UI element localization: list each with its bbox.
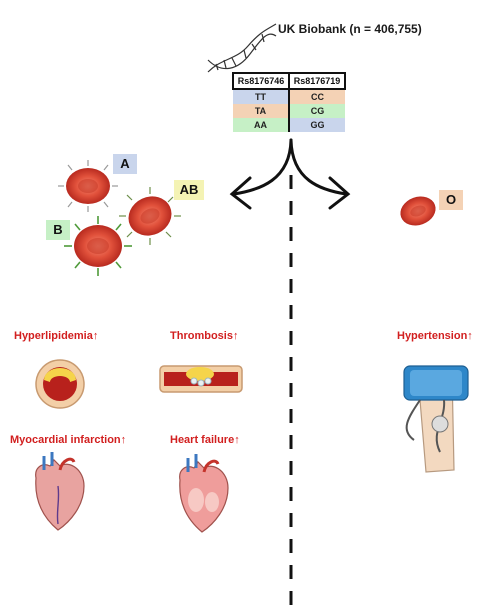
- artery-lipid-icon: [35, 359, 85, 409]
- blood-group-a-label: A: [113, 154, 137, 174]
- outcome-heart-failure: Heart failure↑: [170, 434, 240, 446]
- dna-icon: [207, 23, 277, 73]
- outcome-hyperlipidemia: Hyperlipidemia↑: [14, 330, 99, 342]
- artery-clot-icon: [159, 365, 243, 393]
- blood-pressure-cuff-icon: [403, 365, 469, 473]
- heart-mi-icon: [35, 452, 85, 531]
- genotype-cell: AA: [233, 118, 290, 132]
- snp-header-rs8176719: Rs8176719: [288, 72, 346, 90]
- genotype-cell: TT: [233, 89, 290, 104]
- outcome-thrombosis: Thrombosis↑: [170, 330, 239, 342]
- genotype-cell: CC: [289, 89, 345, 104]
- genotype-cell: TA: [233, 104, 290, 118]
- red-blood-cell-b-icon: [64, 216, 132, 276]
- genotype-row: AA GG: [233, 118, 345, 132]
- genotype-row: TA CG: [233, 104, 345, 118]
- outcome-myocardial-infarction: Myocardial infarction↑: [10, 434, 127, 446]
- snp-header-rs8176746: Rs8176746: [232, 72, 290, 90]
- genotype-cell: CG: [289, 104, 345, 118]
- red-blood-cell-o-icon: [400, 196, 436, 226]
- genotype-cell: GG: [289, 118, 345, 132]
- red-blood-cell-ab-icon: [119, 187, 181, 245]
- cohort-title: UK Biobank (n = 406,755): [278, 22, 422, 36]
- blood-group-b-label: B: [46, 220, 70, 240]
- red-blood-cell-a-icon: [58, 160, 118, 212]
- blood-group-o-label: O: [439, 190, 463, 210]
- genotype-table: Rs8176746 Rs8176719 TT CC TA CG AA GG: [232, 72, 346, 132]
- branch-arrow: [229, 138, 351, 210]
- genotype-row: TT CC: [233, 89, 345, 104]
- heart-failure-icon: [179, 454, 229, 533]
- outcome-hypertension: Hypertension↑: [397, 330, 473, 342]
- blood-group-ab-label: AB: [174, 180, 204, 200]
